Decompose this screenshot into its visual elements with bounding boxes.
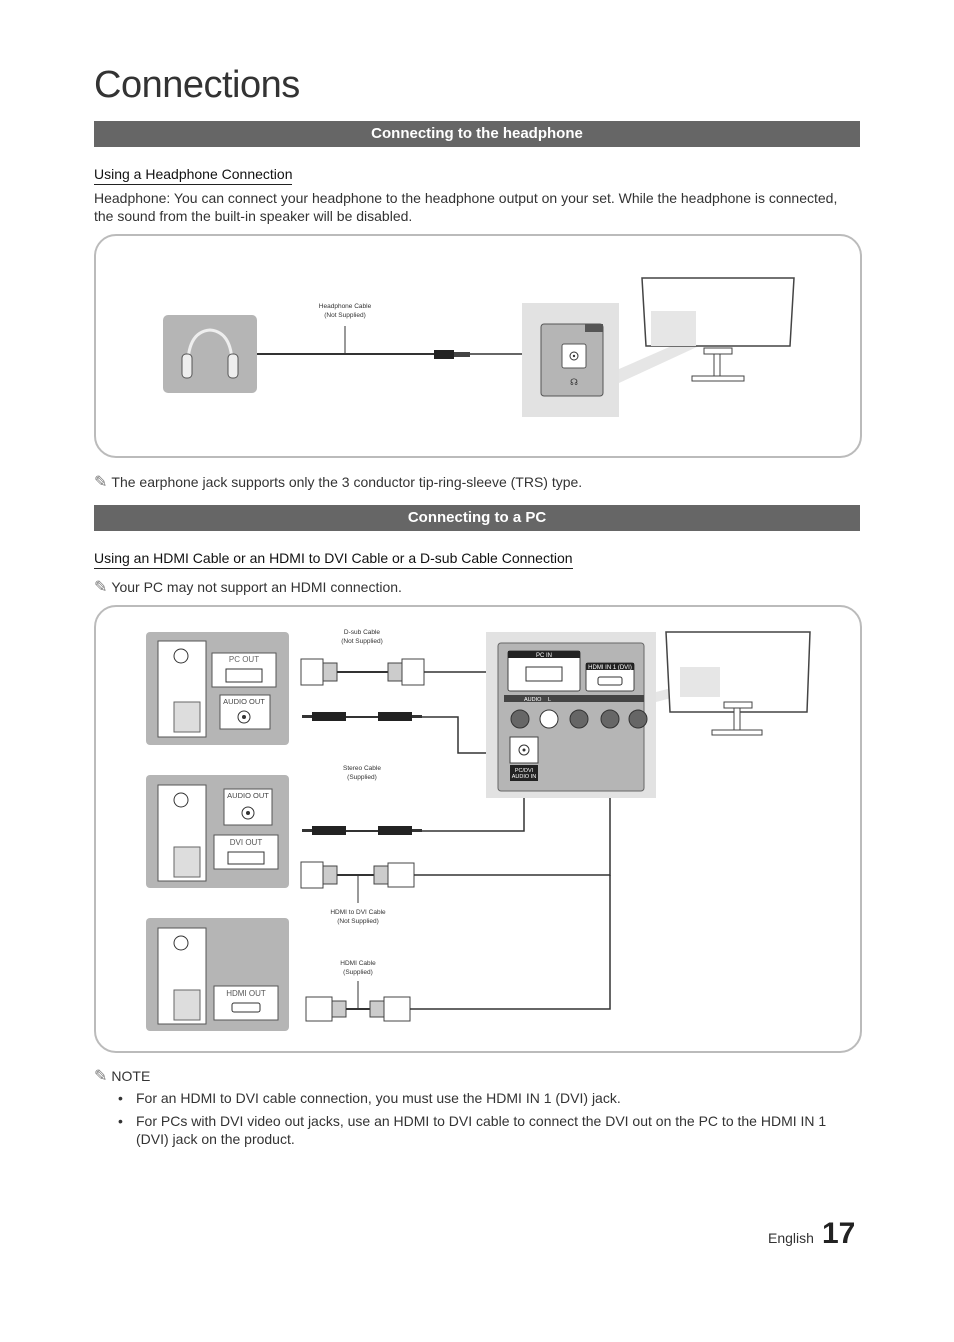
page-number: 17 — [822, 1217, 856, 1250]
pc-note: ✎Your PC may not support an HDMI connect… — [94, 577, 402, 597]
dsub-label-1: D-sub Cable — [344, 629, 381, 636]
pc-dvi-label-2: AUDIO IN — [512, 774, 536, 780]
audio-out-label-2: AUDIO OUT — [227, 791, 269, 800]
hdmi-cable: HDMI Cable (Supplied) — [305, 875, 611, 1022]
pc-diagram-panel: PC OUT AUDIO OUT AUDIO OUT DVI OUT — [94, 605, 862, 1053]
stereo-cable-1 — [302, 712, 502, 757]
pc-block-dvi: AUDIO OUT DVI OUT — [146, 775, 289, 888]
page-title: Connections — [94, 64, 300, 106]
dsub-cable: D-sub Cable (Not Supplied) — [300, 629, 502, 686]
dvi-out-label: DVI OUT — [230, 838, 263, 847]
headphone-note-text: The earphone jack supports only the 3 co… — [111, 474, 583, 490]
headphone-diagram-panel: Headphone Cable (Not Supplied) ☊ — [94, 234, 862, 458]
note-heading: ✎NOTE — [94, 1066, 150, 1086]
pc-diagram: PC OUT AUDIO OUT AUDIO OUT DVI OUT — [146, 629, 811, 1031]
pc-block-dsub: PC OUT AUDIO OUT — [146, 632, 289, 745]
headphone-diagram: Headphone Cable (Not Supplied) ☊ — [163, 277, 795, 417]
audio-l-label: L — [548, 697, 551, 703]
note-pencil-icon: ✎ — [94, 1068, 108, 1085]
pc-block-hdmi: HDMI OUT — [146, 918, 289, 1031]
headphone-jack-icon: ☊ — [522, 303, 619, 417]
note-bullets: For an HDMI to DVI cable connection, you… — [118, 1089, 858, 1153]
pc-in-label: PC IN — [536, 653, 552, 659]
headphone-description: Headphone: You can connect your headphon… — [94, 190, 838, 224]
hdmi-in-label: HDMI IN 1 (DVI) — [588, 665, 632, 671]
hdmi-dvi-label-1: HDMI to DVI Cable — [330, 909, 386, 916]
cable-label-1: Headphone Cable — [319, 303, 372, 310]
stereo-label-1: Stereo Cable — [343, 765, 381, 772]
subsection-title-pc: Using an HDMI Cable or an HDMI to DVI Ca… — [94, 550, 573, 569]
audio-out-label-1: AUDIO OUT — [223, 697, 265, 706]
audio-label: AUDIO — [524, 697, 542, 703]
cable-label-2: (Not Supplied) — [324, 312, 366, 319]
note-heading-text: NOTE — [111, 1068, 151, 1084]
svg-text:☊: ☊ — [570, 377, 578, 387]
hdmi-out-label: HDMI OUT — [226, 989, 266, 998]
pc-out-label: PC OUT — [229, 655, 259, 664]
pc-note-text: Your PC may not support an HDMI connecti… — [111, 579, 402, 595]
note-bullet-2: For PCs with DVI video out jacks, use an… — [118, 1112, 858, 1148]
section-bar-headphone: Connecting to the headphone — [94, 121, 860, 147]
section-bar-pc: Connecting to a PC — [94, 505, 860, 531]
stereo-label-2: (Supplied) — [347, 774, 377, 781]
tv-input-panel: PC IN HDMI IN 1 (DVI) AUDIO L PC/DVI AUD… — [486, 632, 656, 798]
note-pencil-icon: ✎ — [94, 579, 108, 596]
pc-dvi-label-1: PC/DVI — [515, 768, 534, 774]
tv-monitor-icon — [665, 631, 811, 736]
tv-monitor-icon — [641, 277, 795, 382]
note-pencil-icon: ✎ — [94, 474, 108, 491]
dsub-label-2: (Not Supplied) — [341, 638, 383, 645]
headphones-icon — [163, 315, 257, 393]
hdmi-label-2: (Supplied) — [343, 969, 373, 976]
hdmi-label-1: HDMI Cable — [340, 960, 376, 967]
hdmi-dvi-cable: HDMI to DVI Cable (Not Supplied) — [300, 785, 611, 925]
subsection-title-headphone: Using a Headphone Connection — [94, 166, 293, 185]
hdmi-dvi-label-2: (Not Supplied) — [337, 918, 379, 925]
note-bullet-1: For an HDMI to DVI cable connection, you… — [118, 1089, 858, 1107]
headphone-note: ✎The earphone jack supports only the 3 c… — [94, 472, 582, 492]
footer-language: English — [768, 1230, 814, 1246]
